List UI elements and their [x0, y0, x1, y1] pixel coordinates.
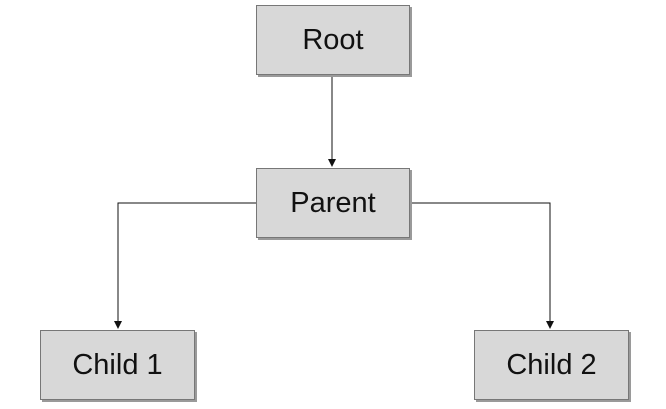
- node-parent-label: Parent: [290, 186, 376, 219]
- node-root-label: Root: [302, 23, 364, 56]
- edge-parent-to-child1: [114, 202, 256, 329]
- node-root: Root: [256, 5, 410, 75]
- edge-parent-to-child2: [410, 202, 554, 329]
- node-child-1: Child 1: [40, 330, 195, 400]
- node-child-2-label: Child 2: [506, 348, 597, 381]
- node-child-1-label: Child 1: [72, 348, 163, 381]
- node-parent: Parent: [256, 168, 410, 238]
- node-child-2: Child 2: [474, 330, 629, 400]
